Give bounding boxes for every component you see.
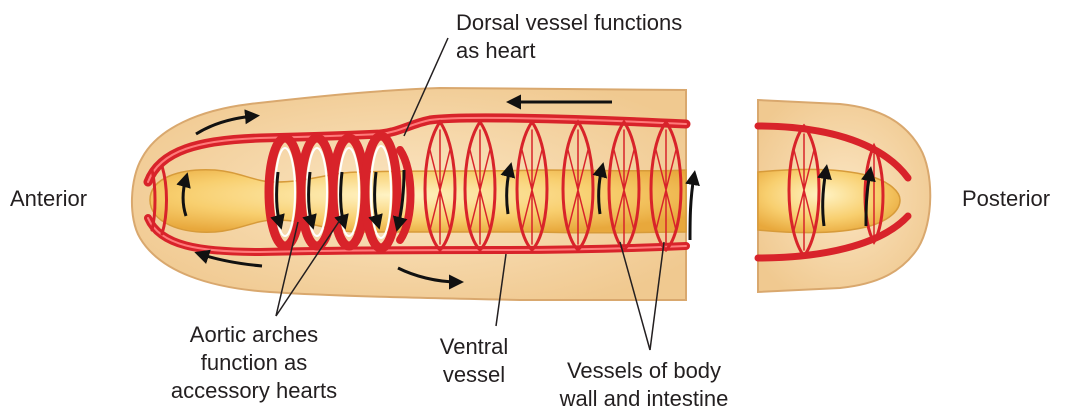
label-dorsal-line-2: as heart — [456, 38, 536, 63]
label-body-vessels-line-1: Vessels of body — [567, 358, 721, 383]
label-ventral-line-1: Ventral — [440, 334, 509, 359]
label-ventral-line-2: vessel — [443, 362, 505, 387]
intestine-posterior — [758, 169, 900, 232]
label-posterior: Posterior — [962, 186, 1050, 211]
label-anterior: Anterior — [10, 186, 87, 211]
label-body-vessels-line-2: wall and intestine — [559, 386, 729, 411]
label-aortic-line-3: accessory hearts — [171, 378, 337, 403]
label-dorsal-line-1: Dorsal vessel functions — [456, 10, 682, 35]
label-aortic-line-1: Aortic arches — [190, 322, 318, 347]
label-aortic-line-2: function as — [201, 350, 307, 375]
intestine-anterior — [150, 170, 686, 233]
segment-up-arrow-3-icon — [690, 176, 694, 240]
